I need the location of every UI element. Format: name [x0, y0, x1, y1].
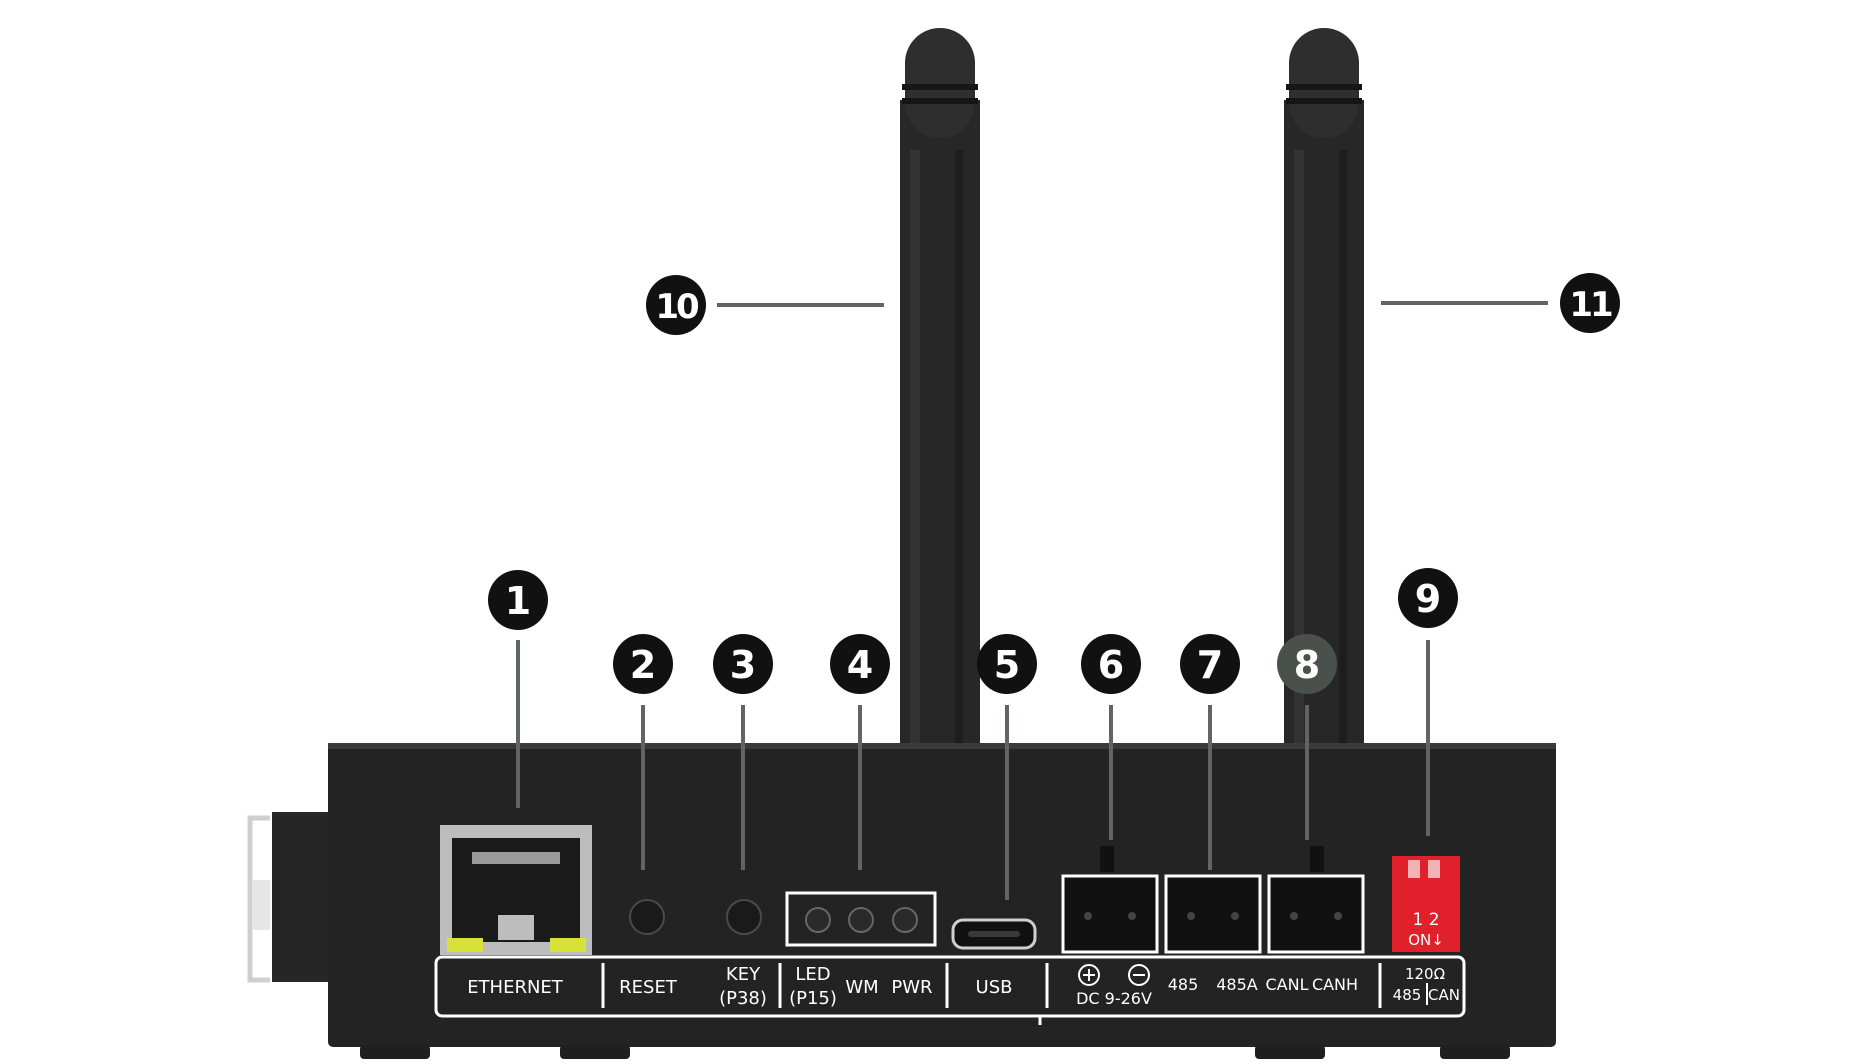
callout-10: 10	[646, 275, 706, 335]
key-button[interactable]	[726, 899, 762, 935]
svg-text:1: 1	[505, 579, 531, 623]
label-key: KEY	[726, 964, 761, 985]
mounting-bracket	[247, 812, 332, 983]
label-canl: CANL	[1266, 975, 1309, 994]
callout-1: 1	[488, 570, 548, 630]
led-pwr	[892, 907, 918, 933]
callout-6: 6	[1081, 634, 1141, 694]
terminal-block-can	[1267, 846, 1365, 954]
led-p15	[805, 907, 831, 933]
svg-text:7: 7	[1197, 643, 1223, 687]
plus-circle-icon	[1078, 964, 1100, 986]
ethernet-port	[440, 825, 592, 955]
label-usb: USB	[976, 977, 1013, 998]
label-pwr: PWR	[891, 977, 932, 998]
callout-2: 2	[613, 634, 673, 694]
svg-text:2: 2	[630, 643, 656, 687]
terminal-block-dc	[1061, 846, 1159, 954]
label-wm: WM	[845, 977, 878, 998]
callout-5: 5	[977, 634, 1037, 694]
antenna-left	[900, 28, 980, 750]
label-led: LED	[795, 964, 830, 985]
dip-switch-numbers: 1 2	[1412, 910, 1439, 930]
svg-text:6: 6	[1098, 643, 1124, 687]
label-canh: CANH	[1312, 975, 1358, 994]
led-wm	[848, 907, 874, 933]
label-switch-can: CAN	[1428, 986, 1460, 1004]
label-key-pin: (P38)	[719, 988, 767, 1009]
leader-lines	[516, 301, 1548, 900]
callout-4: 4	[830, 634, 890, 694]
label-ethernet: ETHERNET	[467, 977, 564, 998]
svg-text:10: 10	[655, 287, 699, 327]
svg-text:4: 4	[847, 643, 873, 687]
terminal-block-485	[1164, 874, 1262, 954]
dip-switch[interactable]: 1 2 ON↓	[1392, 856, 1460, 952]
dip-switch-on: ON↓	[1408, 931, 1444, 949]
minus-circle-icon	[1128, 964, 1150, 986]
callout-9: 9	[1398, 568, 1458, 628]
callout-8: 8	[1277, 634, 1337, 694]
label-reset: RESET	[619, 977, 678, 998]
label-dc: DC 9-26V	[1076, 989, 1152, 1008]
label-switch-485: 485	[1393, 986, 1422, 1004]
label-led-pin: (P15)	[789, 988, 837, 1009]
device-body	[328, 743, 1556, 1047]
led-indicators	[785, 891, 937, 947]
label-120-ohm: 120Ω	[1405, 965, 1445, 983]
callout-7: 7	[1180, 634, 1240, 694]
label-strip: ETHERNET RESET KEY (P38) LED (P15) WM PW…	[434, 955, 1466, 1025]
reset-button[interactable]	[629, 899, 665, 935]
svg-text:5: 5	[994, 643, 1020, 687]
svg-text:11: 11	[1569, 285, 1612, 325]
label-485a: 485A	[1216, 975, 1258, 994]
svg-text:9: 9	[1415, 577, 1441, 621]
callout-11: 11	[1560, 273, 1620, 333]
svg-text:8: 8	[1294, 643, 1320, 687]
svg-text:3: 3	[730, 643, 756, 687]
label-485: 485	[1168, 975, 1199, 994]
callout-3: 3	[713, 634, 773, 694]
